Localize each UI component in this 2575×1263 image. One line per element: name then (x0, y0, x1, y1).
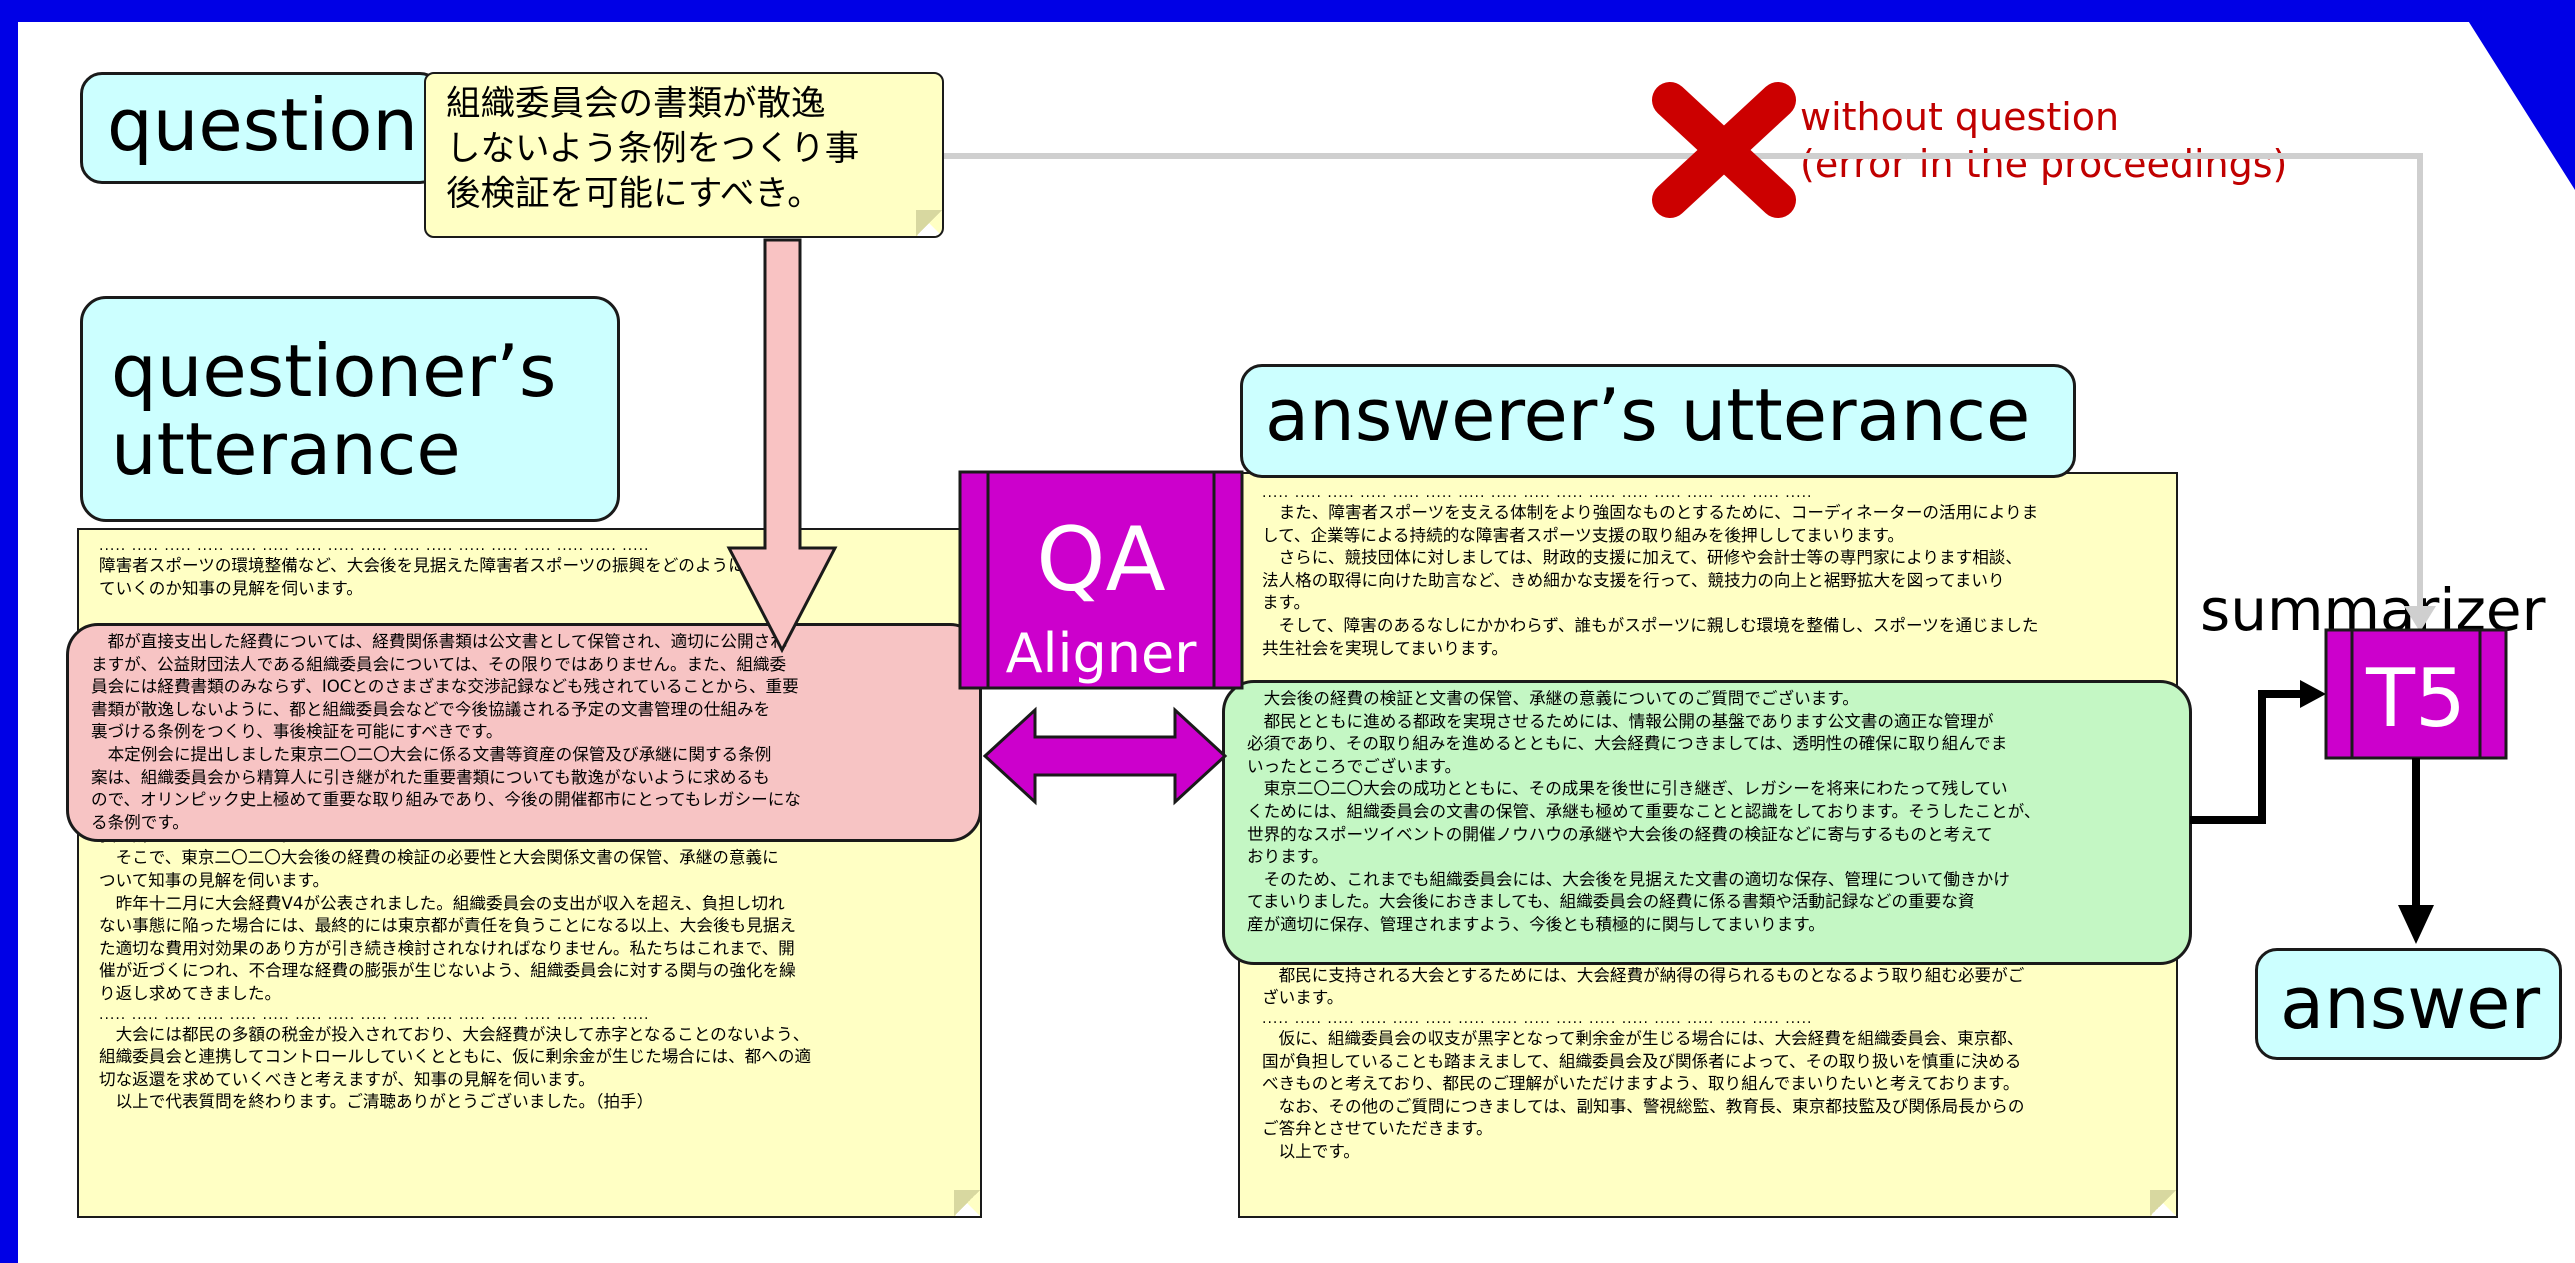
note-fold (916, 210, 942, 236)
answerer-label-text: answerer’s utterance (1265, 373, 2031, 457)
ellipsis-row: ..... ..... ..... ..... ..... ..... ....… (99, 1006, 650, 1023)
questioner-utterance-label: questioner’s utterance (80, 296, 620, 522)
summarizer-label: summarizer (2200, 576, 2546, 644)
answerer-text-end: 仮に、組織委員会の収支が黒字となって剰余金が生じる場合には、大会経費を組織委員会… (1262, 1028, 2025, 1161)
question-highlight: 都が直接支出した経費については、経費関係書類は公文書として保管され、適切に公開さ… (66, 623, 982, 842)
questioner-text-end: 大会には都民の多額の税金が投入されており、大会経費が決して赤字となることのないよ… (99, 1024, 812, 1112)
question-text: 組織委員会の書類が散逸 しないよう条例をつくり事 後検証を可能にすべき。 (446, 84, 860, 214)
answerer-text-before: また、障害者スポーツを支える体制をより強固なものとするために、コーディネーターの… (1262, 503, 2039, 658)
ellipsis-row: ..... ..... ..... ..... ..... ..... ....… (1262, 485, 1813, 501)
answer-label-text: answer (2280, 961, 2541, 1045)
answerer-highlight-text: 大会後の経費の検証と文書の保管、承継の意義についてのご質問でございます。 都民と… (1247, 689, 2041, 934)
note-fold (954, 1190, 980, 1216)
canvas-corner (1715, 0, 2575, 190)
questioner-highlight-text: 都が直接支出した経費については、経費関係書類は公文書として保管され、適切に公開さ… (91, 632, 801, 832)
questioner-text-before: 障害者スポーツの環境整備など、大会後を見据えた障害者スポーツの振興をどのように進… (99, 556, 778, 598)
answerer-utterance-label: answerer’s utterance (1240, 364, 2076, 478)
ellipsis-row: ..... ..... ..... ..... ..... ..... ....… (99, 538, 650, 554)
answer-label: answer (2255, 948, 2562, 1060)
ellipsis-row: ..... ..... ..... ..... ..... ..... ....… (1262, 1010, 1813, 1027)
questioner-label-text: questioner’s utterance (111, 329, 557, 491)
question-note: 組織委員会の書類が散逸 しないよう条例をつくり事 後検証を可能にすべき。 (424, 72, 944, 238)
title-bar (0, 0, 1715, 22)
without-question-label: without question (error in the proceedin… (1800, 95, 2288, 186)
question-label: question (80, 72, 442, 184)
answer-highlight: 大会後の経費の検証と文書の保管、承継の意義についてのご質問でございます。 都民と… (1222, 680, 2192, 965)
question-label-text: question (107, 83, 419, 167)
note-fold (2150, 1190, 2176, 1216)
